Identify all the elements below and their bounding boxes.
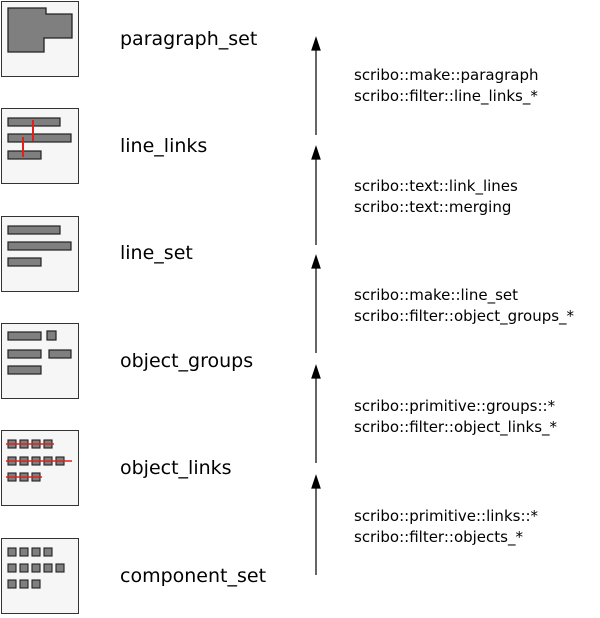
- line-links-shapes: [7, 117, 72, 160]
- line-links-thumbnail: [1, 108, 79, 184]
- stage-label-line-links: line_links: [120, 135, 208, 157]
- ops-to-paragraph-set: scribo::make::paragraph scribo::filter::…: [354, 65, 538, 107]
- component-set-thumbnail: [1, 538, 79, 614]
- stage-label-line-set: line_set: [120, 242, 193, 264]
- ops-to-object-links: scribo::primitive::links::* scribo::filt…: [354, 506, 538, 548]
- arrow-head-to-object-links: [311, 474, 321, 489]
- stage-label-object-groups: object_groups: [120, 350, 254, 372]
- arrow-head-to-paragraph-set: [311, 36, 321, 51]
- line-set-thumbnail: [1, 216, 79, 292]
- line-set-shapes: [7, 225, 72, 267]
- op-label: scribo::primitive::links::*: [354, 507, 539, 525]
- op-label: scribo::text::link_lines: [354, 177, 518, 195]
- op-label: scribo::filter::object_groups_*: [354, 307, 575, 325]
- ops-to-line-set: scribo::make::line_set scribo::filter::o…: [354, 285, 574, 327]
- object-links-shapes: [6, 439, 72, 482]
- ops-to-object-groups: scribo::primitive::groups::* scribo::fil…: [354, 396, 557, 438]
- stage-label-object-links: object_links: [120, 457, 232, 479]
- op-label: scribo::filter::object_links_*: [354, 418, 558, 436]
- arrow-head-to-line-set: [311, 254, 321, 269]
- op-label: scribo::primitive::groups::*: [354, 397, 556, 415]
- paragraph-set-shape: [7, 7, 73, 53]
- component-set-shapes: [7, 547, 65, 589]
- stage-label-paragraph-set: paragraph_set: [120, 28, 258, 50]
- arrow-head-to-object-groups: [311, 364, 321, 379]
- op-label: scribo::filter::line_links_*: [354, 87, 538, 105]
- arrow-head-to-line-links: [311, 145, 321, 160]
- paragraph-set-thumbnail: [1, 1, 79, 77]
- op-label: scribo::filter::objects_*: [354, 528, 523, 546]
- op-label: scribo::make::paragraph: [354, 66, 539, 84]
- ops-to-line-links: scribo::text::link_lines scribo::text::m…: [354, 176, 518, 218]
- object-groups-thumbnail: [1, 323, 79, 399]
- object-links-thumbnail: [1, 430, 79, 506]
- op-label: scribo::text::merging: [354, 198, 512, 216]
- object-groups-shapes: [7, 330, 72, 375]
- stage-label-component-set: component_set: [120, 565, 267, 587]
- op-label: scribo::make::line_set: [354, 286, 518, 304]
